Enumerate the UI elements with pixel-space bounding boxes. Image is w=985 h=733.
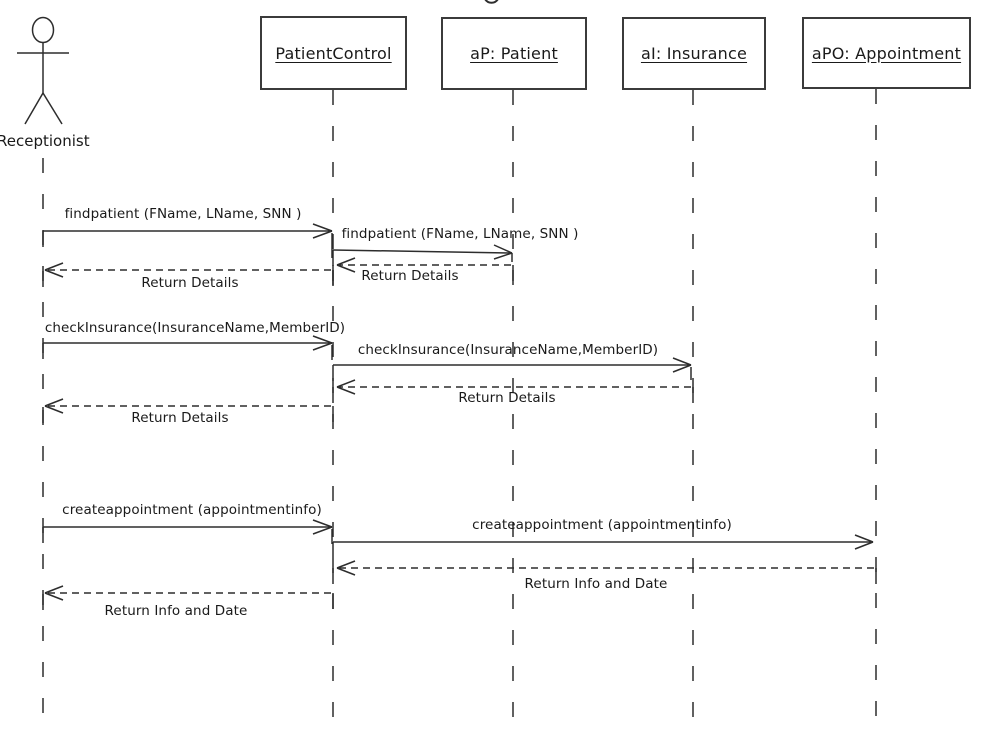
arrow-createappointment-patientcontrol-to-appointment bbox=[332, 534, 874, 558]
arrow-return-details-patientcontrol-to-receptionist-2 bbox=[42, 398, 334, 423]
message-label: Return Details bbox=[141, 275, 239, 291]
arrow-createappointment-receptionist-to-patientcontrol bbox=[42, 519, 333, 544]
lifeline-head-patientcontrol: PatientControl bbox=[260, 16, 407, 90]
arrow-return-details-patientcontrol-to-receptionist bbox=[42, 262, 334, 287]
lifeline-head-ap-patient: aP: Patient bbox=[441, 17, 587, 90]
arrow-findpatient-receptionist-to-patientcontrol bbox=[42, 223, 333, 258]
lifeline-head-label: PatientControl bbox=[275, 43, 392, 63]
message-label: createappointment (appointmentinfo) bbox=[472, 517, 732, 533]
arrow-return-details-insurance-to-patientcontrol bbox=[332, 379, 694, 403]
arrow-findpatient-patientcontrol-to-patient bbox=[332, 244, 513, 266]
message-label: Return Details bbox=[131, 410, 229, 426]
arrow-return-info-appointment-to-patientcontrol bbox=[332, 560, 877, 584]
message-label: Return Details bbox=[361, 268, 459, 284]
message-label: checkInsurance(InsuranceName,MemberID) bbox=[44, 320, 346, 336]
message-label: Return Info and Date bbox=[104, 603, 248, 619]
lifeline-head-ai-insurance: aI: Insurance bbox=[622, 17, 766, 90]
message-label: createappointment (appointmentinfo) bbox=[62, 502, 322, 518]
actor-receptionist-icon bbox=[17, 16, 69, 125]
message-label: findpatient (FName, LName, SNN ) bbox=[341, 226, 579, 242]
lifeline-head-label: aPO: Appointment bbox=[811, 43, 962, 63]
message-label: Return Details bbox=[458, 390, 556, 406]
message-label: checkInsurance(InsuranceName,MemberID) bbox=[357, 342, 659, 358]
arrow-checkinsurance-receptionist-to-patientcontrol bbox=[42, 335, 333, 360]
lifeline-head-label: aI: Insurance bbox=[640, 44, 748, 63]
lifelines bbox=[42, 89, 877, 722]
message-label: Return Info and Date bbox=[524, 576, 668, 592]
actor-label: Receptionist bbox=[0, 132, 90, 150]
message-label: findpatient (FName, LName, SNN ) bbox=[64, 206, 302, 222]
arrow-return-info-patientcontrol-to-receptionist bbox=[42, 585, 334, 610]
lifeline-head-label: aP: Patient bbox=[470, 44, 558, 63]
lifeline-head-apo-appointment: aPO: Appointment bbox=[802, 17, 971, 89]
arrow-checkinsurance-patientcontrol-to-insurance bbox=[332, 357, 692, 381]
clipped-title-fragment bbox=[484, 0, 499, 4]
